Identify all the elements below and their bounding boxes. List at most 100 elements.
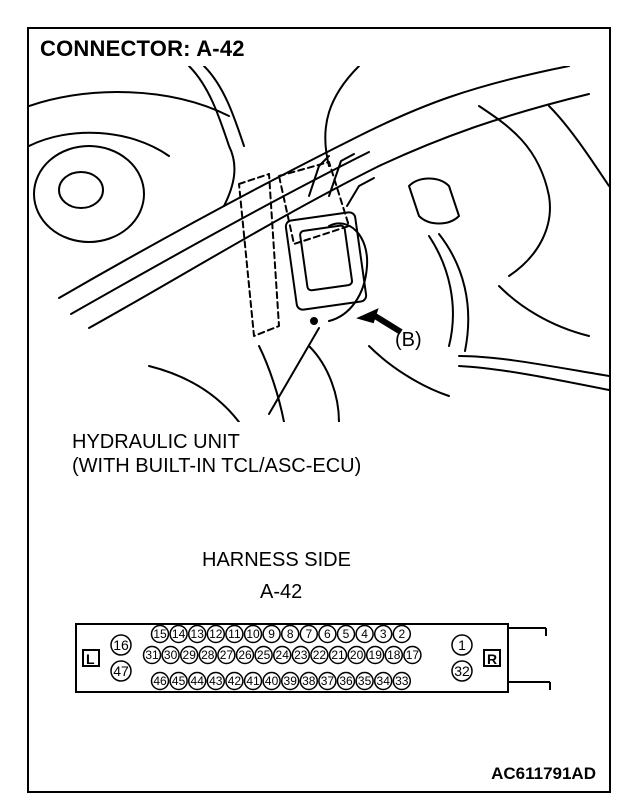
pin-circle bbox=[243, 624, 263, 644]
pin-circle bbox=[318, 671, 337, 691]
pin-circle bbox=[235, 645, 255, 665]
pin-circle bbox=[110, 660, 132, 682]
connector-pin: 35 bbox=[355, 671, 374, 691]
connector-pin: 20 bbox=[347, 645, 366, 665]
pin-label: 44 bbox=[191, 674, 205, 688]
pin-label: 5 bbox=[343, 627, 350, 641]
figure-code: AC611791AD bbox=[491, 764, 596, 783]
left-marker: L bbox=[86, 651, 95, 667]
connector-pin: 2 bbox=[392, 624, 412, 644]
pin-label: 27 bbox=[220, 648, 234, 662]
pin-circle bbox=[198, 645, 218, 665]
connector-pin: 17 bbox=[403, 645, 422, 665]
pin-label: 2 bbox=[398, 627, 405, 641]
pin-circle bbox=[150, 624, 170, 644]
pin-label: 42 bbox=[228, 674, 242, 688]
connector-pin: 24 bbox=[272, 645, 292, 665]
connector-pin: 5 bbox=[336, 624, 356, 644]
pin-circle bbox=[243, 671, 263, 691]
pin-label: 21 bbox=[331, 648, 345, 662]
connector-pin: 42 bbox=[225, 671, 244, 691]
pin-circle bbox=[225, 671, 244, 691]
connector-pin: 29 bbox=[179, 645, 199, 665]
pin-label: 32 bbox=[454, 663, 470, 679]
hydraulic-unit-label-line2: (WITH BUILT-IN TCL/ASC-ECU) bbox=[72, 455, 362, 477]
connector-pin: 9 bbox=[262, 624, 281, 644]
connector-pin: 41 bbox=[243, 671, 263, 691]
pin-circle bbox=[392, 671, 412, 691]
pin-label: 10 bbox=[246, 627, 260, 641]
pin-circle bbox=[280, 671, 300, 691]
connector-pin: 43 bbox=[206, 671, 226, 691]
pin-circle bbox=[451, 660, 473, 682]
connector-pin: 32 bbox=[451, 660, 473, 682]
pin-label: 33 bbox=[395, 674, 409, 688]
pin-label: 3 bbox=[380, 627, 387, 641]
connector-pin: 6 bbox=[318, 624, 337, 644]
connector-pin: 16 bbox=[110, 634, 132, 656]
pin-label: 14 bbox=[172, 627, 186, 641]
pin-label: 39 bbox=[284, 674, 298, 688]
pin-label: 8 bbox=[287, 627, 294, 641]
pin-label: 19 bbox=[369, 648, 383, 662]
pin-label: 13 bbox=[191, 627, 205, 641]
connector-pin: 23 bbox=[291, 645, 311, 665]
connector-pin: 33 bbox=[392, 671, 412, 691]
pin-label: 40 bbox=[265, 674, 279, 688]
connector-pin: 10 bbox=[243, 624, 263, 644]
page-title: CONNECTOR: A-42 bbox=[40, 36, 245, 61]
connector-pin: 19 bbox=[365, 645, 385, 665]
pin-circle bbox=[291, 645, 311, 665]
diagram-frame bbox=[27, 27, 611, 793]
pin-label: 7 bbox=[305, 627, 312, 641]
connector-pin: 1 bbox=[451, 634, 473, 656]
pin-circle bbox=[150, 671, 170, 691]
pin-label: 46 bbox=[153, 674, 167, 688]
pin-label: 9 bbox=[268, 627, 275, 641]
pin-label: 38 bbox=[302, 674, 316, 688]
connector-pin: 15 bbox=[150, 624, 170, 644]
pin-label: 24 bbox=[276, 648, 290, 662]
pin-label: 4 bbox=[361, 627, 368, 641]
connector-pin: 37 bbox=[318, 671, 337, 691]
pin-circle bbox=[373, 671, 393, 691]
connector-pin: 8 bbox=[280, 624, 300, 644]
connector-pin: 46 bbox=[150, 671, 170, 691]
pin-label: 15 bbox=[153, 627, 167, 641]
pin-label: 30 bbox=[164, 648, 178, 662]
connector-pin: 14 bbox=[169, 624, 188, 644]
pin-circle bbox=[217, 645, 236, 665]
pin-circle bbox=[384, 645, 404, 665]
pin-circle bbox=[336, 624, 356, 644]
connector-pin: 30 bbox=[161, 645, 180, 665]
harness-side-label: HARNESS SIDE bbox=[202, 549, 351, 571]
pin-circle bbox=[336, 671, 356, 691]
pin-circle bbox=[355, 671, 374, 691]
connector-pin: 4 bbox=[355, 624, 374, 644]
pin-label: 36 bbox=[339, 674, 353, 688]
pin-label: 28 bbox=[201, 648, 215, 662]
pin-circle bbox=[187, 624, 207, 644]
pin-label: 34 bbox=[377, 674, 391, 688]
connector-pin: 45 bbox=[169, 671, 188, 691]
pin-label: 37 bbox=[321, 674, 335, 688]
pin-circle bbox=[187, 671, 207, 691]
connector-pin: 3 bbox=[373, 624, 393, 644]
pin-circle bbox=[403, 645, 422, 665]
pin-label: 31 bbox=[145, 648, 159, 662]
right-marker: R bbox=[487, 651, 497, 667]
pin-label: 18 bbox=[387, 648, 401, 662]
view-marker-text: (B) bbox=[395, 329, 422, 351]
connector-pin: 13 bbox=[187, 624, 207, 644]
pin-circle bbox=[262, 671, 281, 691]
pin-label: 12 bbox=[209, 627, 223, 641]
pin-label: 43 bbox=[209, 674, 223, 688]
pin-circle bbox=[142, 645, 162, 665]
pin-label: 1 bbox=[458, 637, 466, 653]
pin-circle bbox=[254, 645, 273, 665]
pin-circle bbox=[328, 645, 348, 665]
pin-label: 23 bbox=[294, 648, 308, 662]
connector-pin: 39 bbox=[280, 671, 300, 691]
pin-label: 41 bbox=[246, 674, 260, 688]
pin-circle bbox=[169, 671, 188, 691]
